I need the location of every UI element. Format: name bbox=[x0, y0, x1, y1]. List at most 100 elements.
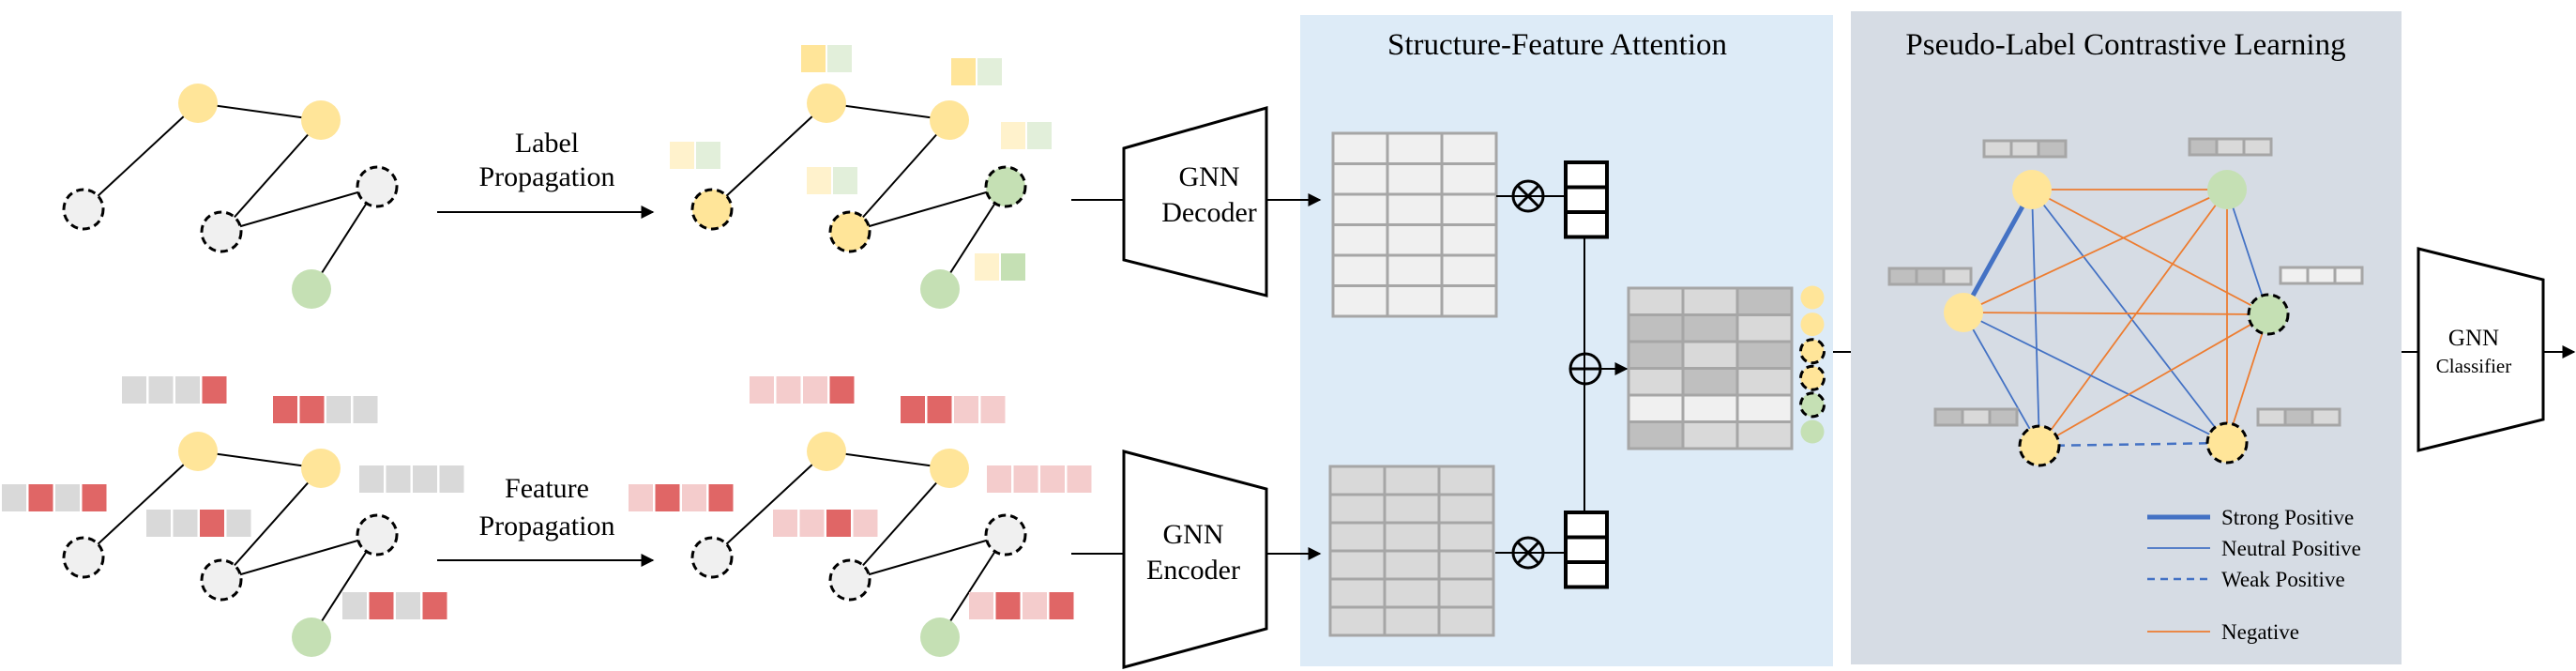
attention-title: Structure-Feature Attention bbox=[1387, 28, 1727, 62]
propagated-feature-cell bbox=[987, 465, 1011, 493]
propagated-label-node-n3 bbox=[690, 188, 734, 231]
legend-strong-label: Strong Positive bbox=[2221, 506, 2354, 529]
matrix-cell bbox=[1328, 577, 1386, 609]
label-propagation-text-2: Propagation bbox=[479, 161, 615, 192]
attention-weight-cell bbox=[1564, 560, 1609, 589]
matrix-cell bbox=[1627, 286, 1685, 316]
propagated-feature-cell bbox=[1013, 465, 1038, 493]
input-feature-node-n3 bbox=[62, 536, 105, 579]
label-distribution-cell bbox=[1001, 122, 1025, 149]
structure-attention-vector bbox=[1564, 160, 1609, 239]
propagated-label-node-n5 bbox=[984, 165, 1027, 208]
input-graph-label-branch bbox=[62, 84, 399, 309]
label-distribution-cell bbox=[1001, 253, 1025, 281]
input-feature-cell bbox=[439, 465, 464, 493]
matrix-cell bbox=[1440, 253, 1498, 287]
label-distribution-cell bbox=[696, 142, 720, 169]
input-feature-cell bbox=[28, 484, 53, 511]
matrix-cell bbox=[1681, 367, 1739, 397]
contrastive-node-B bbox=[2207, 170, 2247, 209]
matrix-cell bbox=[1440, 162, 1498, 196]
fused-matrix bbox=[1627, 286, 1794, 450]
input-label-edge bbox=[220, 186, 378, 233]
label-distribution-cell bbox=[670, 142, 694, 169]
propagated-feature-cell bbox=[1023, 592, 1047, 619]
neutral-edge bbox=[1962, 312, 2228, 444]
matrix-cell bbox=[1627, 393, 1685, 423]
propagated-feature-cell bbox=[708, 484, 734, 511]
input-feature-cell bbox=[353, 396, 378, 423]
matrix-cell bbox=[1331, 192, 1389, 226]
embedding-cell bbox=[2256, 407, 2287, 427]
propagated-label-node-n6 bbox=[920, 269, 960, 309]
neutral-edge bbox=[2226, 189, 2269, 315]
attention-internals bbox=[1328, 131, 1826, 637]
propagated-label-edge bbox=[826, 102, 950, 121]
input-feature-cell bbox=[202, 376, 227, 404]
matrix-cell bbox=[1681, 286, 1739, 316]
matrix-cell bbox=[1735, 367, 1794, 397]
input-feature-cell bbox=[2, 484, 26, 511]
matrix-cell bbox=[1735, 286, 1794, 316]
contrastive-title: Pseudo-Label Contrastive Learning bbox=[1905, 28, 2345, 62]
propagated-label-edge bbox=[849, 186, 1007, 233]
matrix-cell bbox=[1440, 131, 1498, 165]
propagated-feature-cell bbox=[682, 484, 706, 511]
input-label-node-n5 bbox=[356, 165, 399, 208]
attention-weight-cell bbox=[1564, 160, 1609, 190]
label-distribution-cell bbox=[1027, 122, 1052, 149]
matrix-cell bbox=[1681, 420, 1739, 450]
input-label-node-n2 bbox=[301, 100, 341, 140]
matrix-cell bbox=[1386, 192, 1444, 226]
input-feature-cell bbox=[386, 465, 411, 493]
input-feature-edge bbox=[220, 534, 378, 581]
input-feature-edge bbox=[197, 450, 322, 469]
input-feature-cell bbox=[369, 592, 394, 619]
matrix-cell bbox=[1437, 605, 1495, 637]
input-feature-cell bbox=[326, 396, 351, 423]
label-propagation-text-1: Label bbox=[515, 128, 579, 159]
matrix-cell bbox=[1386, 284, 1444, 318]
fused-node-label bbox=[1799, 391, 1826, 419]
input-label-edge bbox=[83, 102, 199, 210]
multiply-icon-stroke bbox=[1516, 541, 1540, 565]
attention-weight-cell bbox=[1564, 185, 1609, 214]
label-propagation-step: Label Propagation bbox=[437, 128, 655, 219]
matrix-cell bbox=[1328, 493, 1386, 525]
input-feature-node-n4 bbox=[200, 558, 243, 602]
embedding-cell bbox=[2311, 407, 2341, 427]
feature-matrix bbox=[1328, 465, 1495, 637]
input-feature-cell bbox=[148, 376, 174, 404]
input-feature-node-n6 bbox=[292, 618, 331, 657]
multiply-icon-stroke bbox=[1516, 184, 1540, 208]
legend-negative-label: Negative bbox=[2221, 620, 2299, 644]
attention-weight-cell bbox=[1564, 535, 1609, 564]
embedding-cell bbox=[1942, 267, 1973, 286]
input-label-node-n1 bbox=[178, 84, 218, 123]
propagated-label-node-n1 bbox=[807, 84, 846, 123]
label-distribution-cell bbox=[977, 58, 1002, 85]
input-feature-cell bbox=[422, 592, 447, 619]
matrix-cell bbox=[1735, 420, 1794, 450]
negative-edge bbox=[1962, 312, 2269, 315]
fused-node-label bbox=[1800, 285, 1825, 310]
embedding-cell bbox=[2333, 266, 2364, 285]
matrix-cell bbox=[1328, 465, 1386, 496]
propagated-feature-cell bbox=[980, 396, 1006, 423]
negative-edge bbox=[1962, 189, 2228, 313]
matrix-cell bbox=[1627, 420, 1685, 450]
feature-propagation-text-2: Propagation bbox=[479, 511, 615, 541]
propagated-feature-cell bbox=[853, 510, 878, 537]
input-feature-cell bbox=[299, 396, 325, 423]
matrix-cell bbox=[1331, 223, 1389, 257]
strong-edge bbox=[1961, 188, 2035, 314]
fused-node-label bbox=[1800, 313, 1825, 337]
propagated-feature-cell bbox=[969, 592, 993, 619]
propagated-feature-cell bbox=[826, 510, 851, 537]
embedding-cell bbox=[2009, 139, 2040, 159]
propagated-feature-cell bbox=[1040, 465, 1065, 493]
propagated-feature-cell bbox=[776, 376, 801, 404]
propagated-feature-cell bbox=[829, 376, 855, 404]
contrastive-node-D bbox=[2247, 293, 2290, 336]
